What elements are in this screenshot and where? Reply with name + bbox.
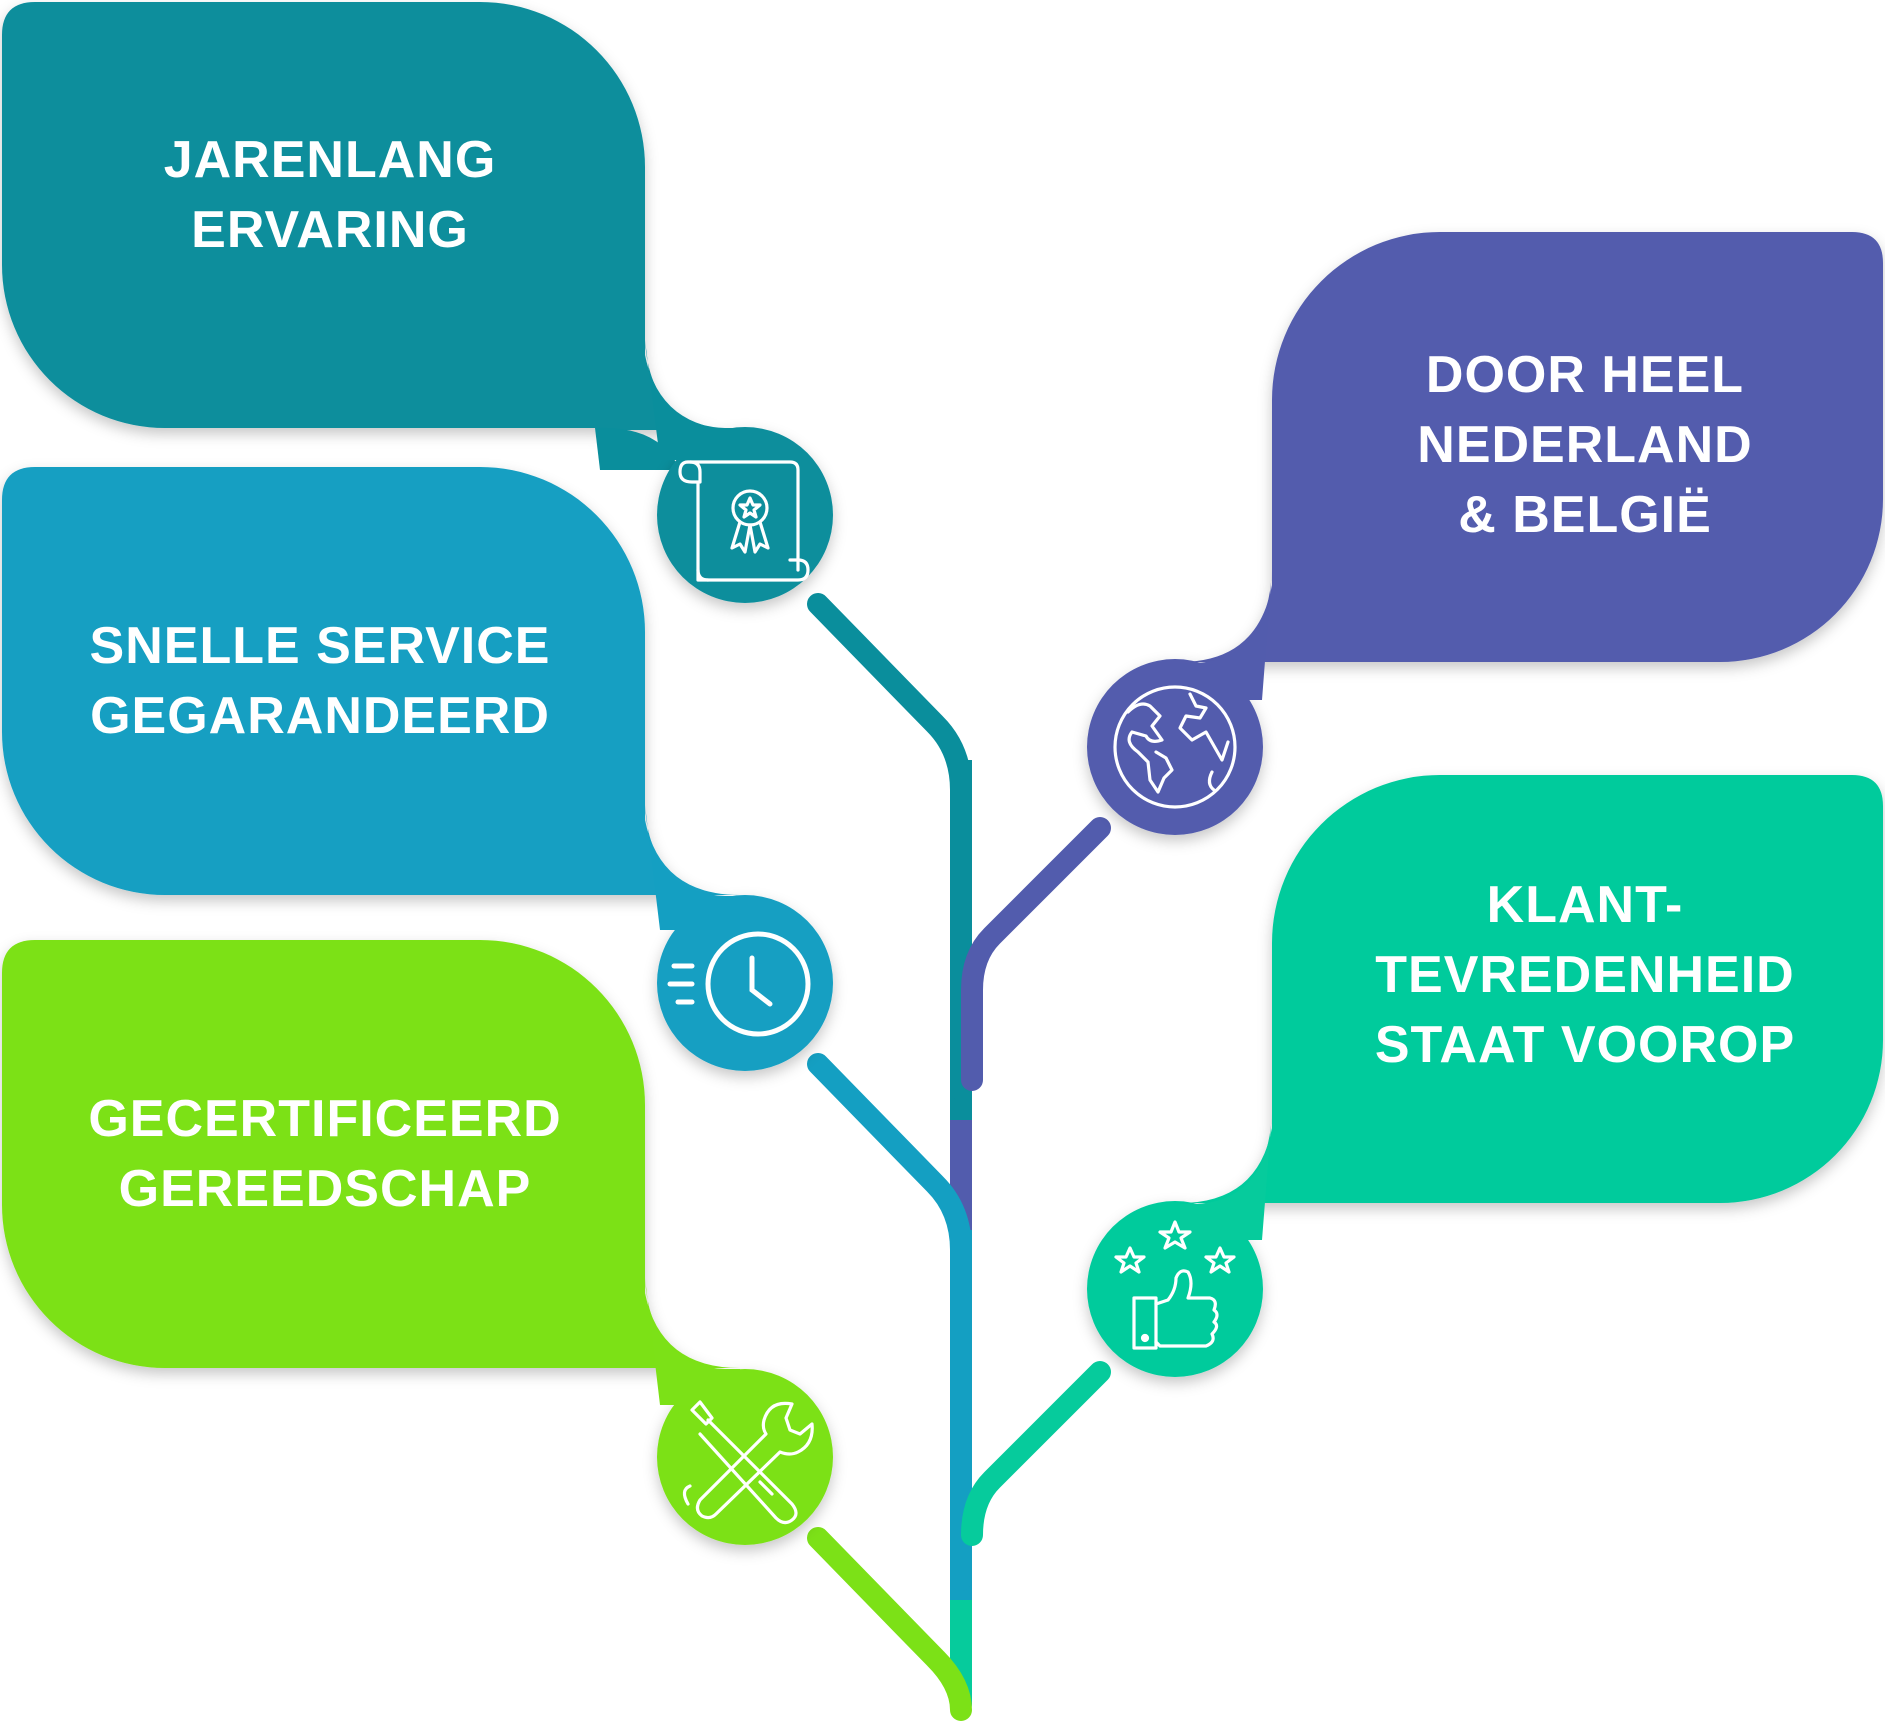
label-line: GEGARANDEERD [90,687,550,745]
label-line: DOOR HEEL [1425,346,1745,404]
globe-icon [1113,685,1237,809]
branch-nederland [961,817,1111,1091]
branches [807,593,1111,1721]
fast-clock-icon [667,931,811,1037]
branch-snelle-service [807,1053,972,1591]
label-line: KLANT- [1486,876,1684,934]
bubble-nederland [1087,232,1883,835]
label-line: GECERTIFICEERD [88,1090,562,1148]
label-line: ERVARING [191,201,469,259]
label-door-heel-nederland: DOOR HEEL NEDERLAND & BELGIË [1310,335,1860,555]
label-gecertificeerd: GECERTIFICEERD GEREEDSCHAP [40,1079,610,1229]
label-line: SNELLE SERVICE [89,617,551,675]
label-line: NEDERLAND [1417,416,1753,474]
label-snelle-service: SNELLE SERVICE GEGARANDEERD [40,606,600,756]
tools-icon [682,1400,814,1525]
certificate-icon [678,460,810,582]
label-line: JARENLANG [163,131,497,189]
icon-circle-nederland [1087,659,1263,835]
label-line: GEREEDSCHAP [118,1160,532,1218]
icon-circle-snelle-service [657,895,833,1071]
label-klanttevredenheid: KLANT- TEVREDENHEID STAAT VOOROP [1305,865,1865,1085]
label-line: & BELGIË [1458,486,1712,544]
label-line: TEVREDENHEID [1375,946,1795,1004]
branch-gecertificeerd [807,1527,972,1721]
branch-jarenlang [807,593,972,1101]
thumbs-up-stars-icon [1114,1220,1236,1350]
bubble-snelle-service [2,467,833,1071]
label-jarenlang-ervaring: JARENLANG ERVARING [40,120,620,270]
branch-klant [961,1361,1111,1546]
label-line: STAAT VOOROP [1374,1016,1796,1074]
